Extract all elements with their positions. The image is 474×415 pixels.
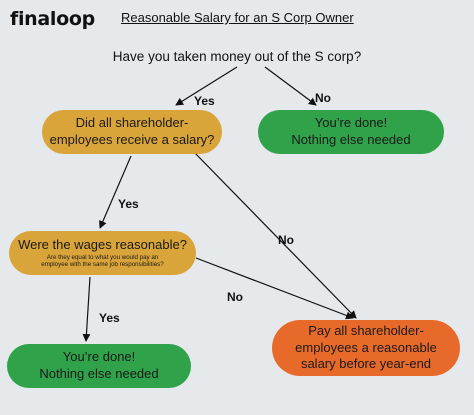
node-wages-sub1: Are they equal to what you would pay an xyxy=(46,253,159,261)
node-pay-line2: employees a reasonable xyxy=(295,339,437,355)
label-salary-yes: Yes xyxy=(118,197,139,211)
node-done-bottom-line2: Nothing else needed xyxy=(39,366,159,381)
node-done-top-line2: Nothing else needed xyxy=(291,132,411,147)
node-wages-sub2: employee with the same job responsibilit… xyxy=(41,261,164,269)
arrow-wages-to-done-bottom xyxy=(82,276,91,342)
node-done-bottom-line1: You’re done! xyxy=(62,349,136,365)
page-title: Reasonable Salary for an S Corp Owner xyxy=(121,10,354,25)
label-wages-yes: Yes xyxy=(99,311,120,325)
arrow-question-to-salary xyxy=(175,66,238,106)
node-done-top: You’re done! Nothing else needed xyxy=(258,110,444,154)
node-done-top-line1: You’re done! xyxy=(314,115,388,131)
arrow-question-to-done-top xyxy=(264,66,317,106)
node-pay-salary: Pay all shareholder- employees a reasona… xyxy=(272,320,460,376)
label-wages-no: No xyxy=(227,290,243,304)
node-wages-question: Were the wages reasonable? Are they equa… xyxy=(9,231,196,275)
node-salary-line2: employees receive a salary? xyxy=(49,132,215,147)
finaloop-logo: finaloop xyxy=(10,8,95,30)
node-pay-line1: Pay all shareholder- xyxy=(308,322,424,338)
label-question-yes: Yes xyxy=(194,94,215,108)
arrow-salary-to-pay xyxy=(191,149,357,319)
node-salary-question: Did all shareholder- employees receive a… xyxy=(42,110,222,154)
label-salary-no: No xyxy=(278,233,294,247)
label-question-no: No xyxy=(315,91,331,105)
root-question: Have you taken money out of the S corp? xyxy=(112,49,362,64)
arrow-salary-to-wages xyxy=(99,155,132,229)
arrow-wages-to-pay xyxy=(195,257,354,320)
node-wages-title: Were the wages reasonable? xyxy=(18,236,187,252)
node-done-bottom: You’re done! Nothing else needed xyxy=(7,344,191,388)
node-salary-line1: Did all shareholder- xyxy=(75,115,189,131)
node-pay-line3: salary before year-end xyxy=(300,356,432,372)
